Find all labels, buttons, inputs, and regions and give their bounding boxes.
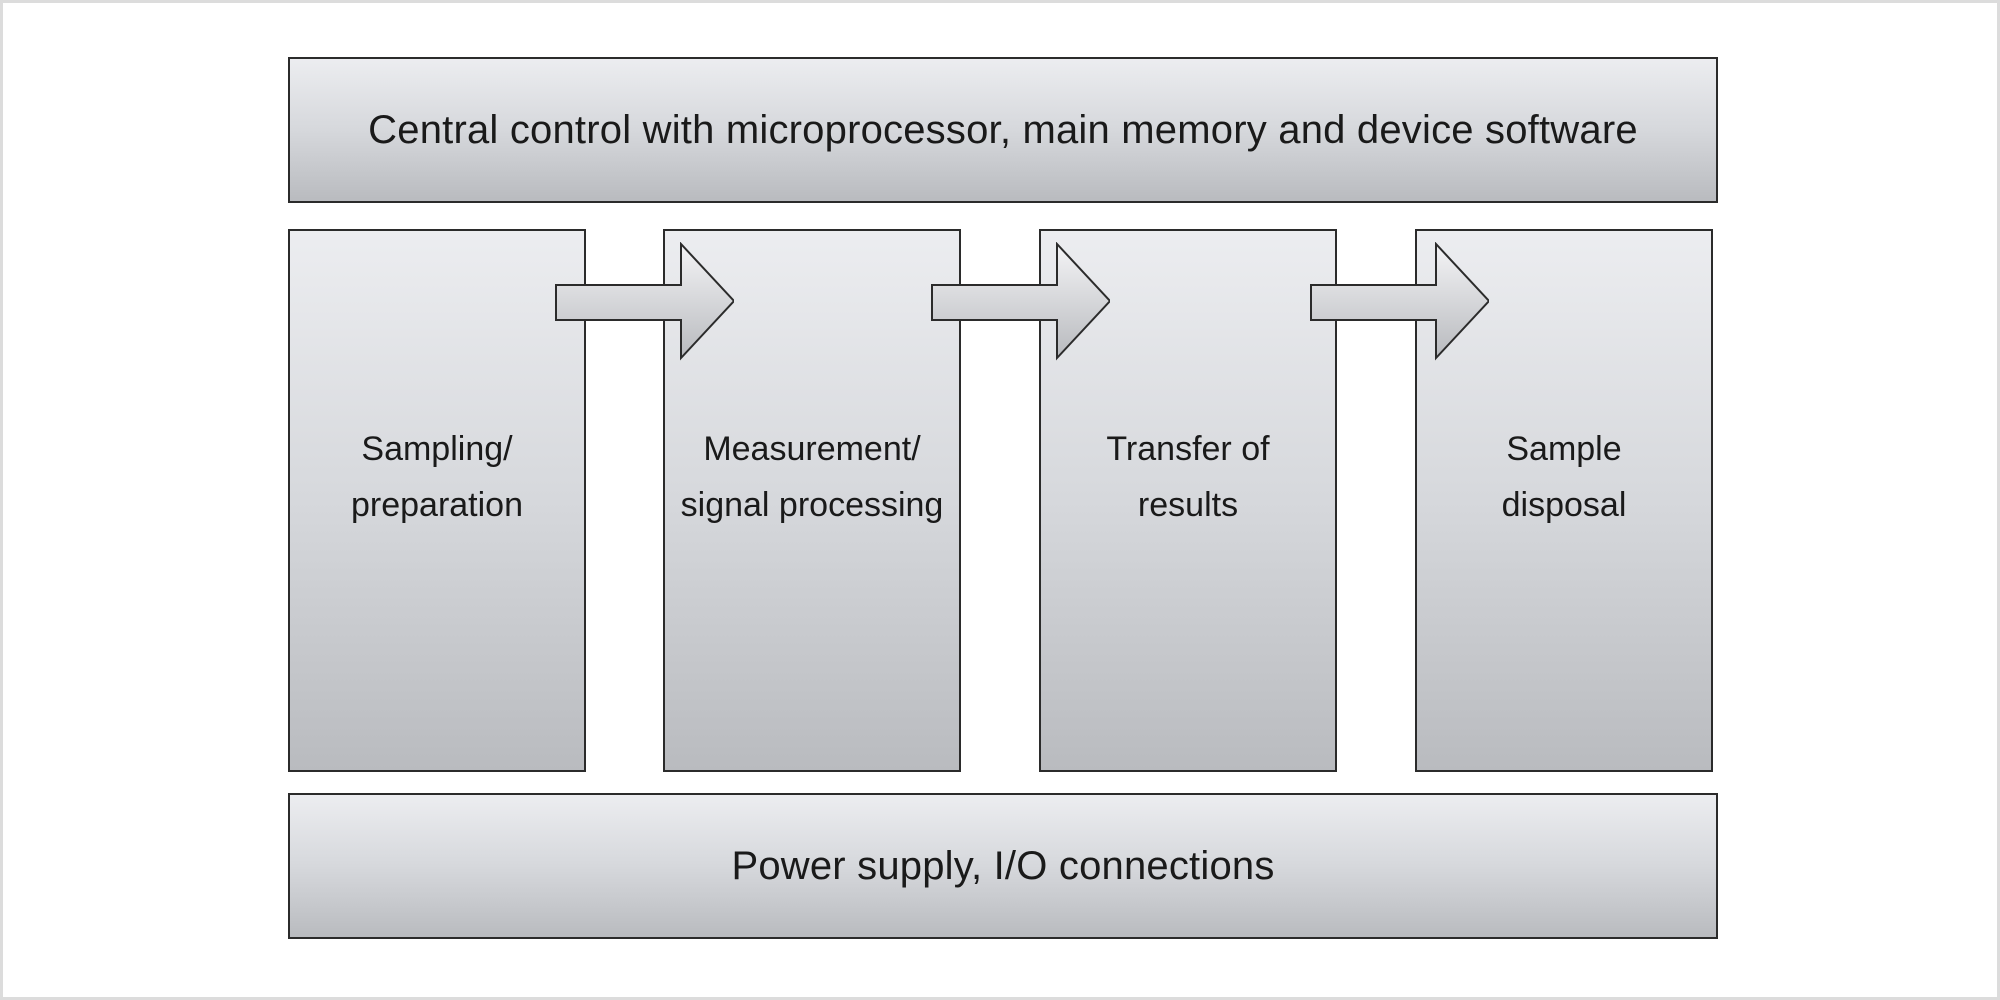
stage-label-line1: Transfer of	[1106, 430, 1270, 468]
stage-label-line2: results	[1137, 486, 1239, 524]
stage-box-measurement: Measurement/ signal processing	[663, 229, 961, 772]
stage-label-line2: signal processing	[680, 486, 944, 524]
power-supply-label: Power supply, I/O connections	[731, 843, 1275, 888]
stage-label-line2: preparation	[350, 486, 523, 524]
stage-box-sampling: Sampling/ preparation	[288, 229, 586, 772]
flow-arrow-icon	[555, 242, 734, 361]
stage-label-line2: disposal	[1501, 486, 1627, 524]
stage-label-line1: Measurement/	[703, 430, 921, 468]
stage-box-disposal: Sample disposal	[1415, 229, 1713, 772]
central-control-label: Central control with microprocessor, mai…	[368, 107, 1638, 152]
flow-arrow-icon	[1310, 242, 1489, 361]
central-control-box: Central control with microprocessor, mai…	[288, 57, 1718, 203]
stage-label-line1: Sample	[1506, 430, 1622, 468]
flow-arrow-icon	[931, 242, 1110, 361]
stage-label-line1: Sampling/	[361, 430, 513, 468]
power-supply-box: Power supply, I/O connections	[288, 793, 1718, 939]
